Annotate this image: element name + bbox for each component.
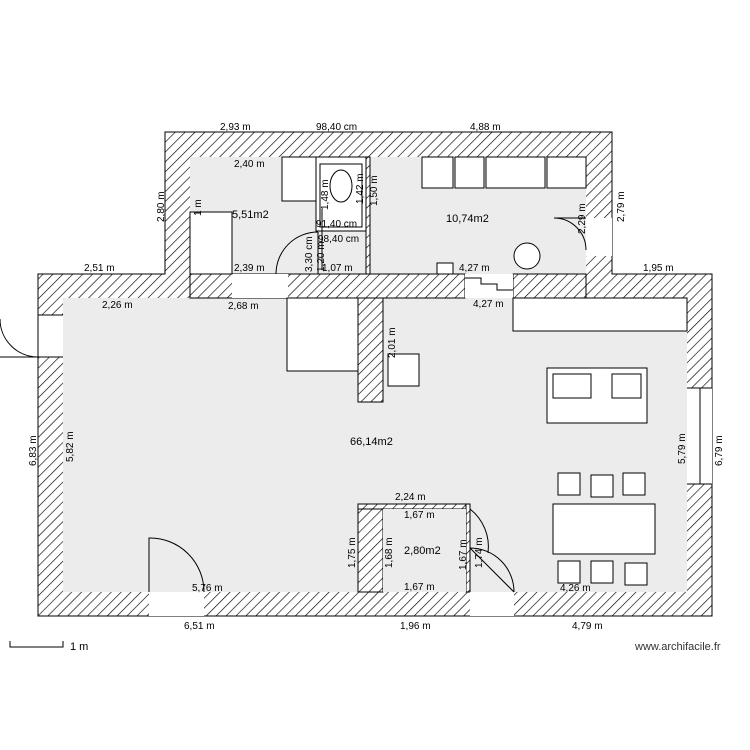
wc-floor [383, 509, 466, 592]
dim-left-683: 6,83 m [28, 435, 39, 466]
dim-wc-167-top: 1,67 m [404, 510, 435, 521]
dim-bath-bottom: 2,39 m [234, 263, 265, 274]
chair-1 [557, 472, 581, 496]
dim-wc-168: 1,68 m [384, 537, 395, 568]
dim-kitchen-427-b: 4,27 m [473, 299, 504, 310]
chair-4 [557, 560, 581, 584]
bathtub [189, 211, 233, 275]
scale-label: 1 m [70, 641, 88, 653]
dim-bath-1m: 1 m [193, 199, 204, 216]
dim-top-mid: 98,40 cm [316, 122, 357, 133]
partition-wall [365, 156, 371, 275]
dim-shower-148: 1,48 m [320, 179, 331, 210]
chair-2 [590, 474, 614, 498]
door-bottom-right-icon [469, 547, 515, 593]
dim-bot-479: 4,79 m [572, 621, 603, 632]
dim-living-201: 2,01 m [387, 327, 398, 358]
dining-table [552, 503, 656, 555]
dim-shower-150: 1,50 m [369, 175, 380, 206]
dim-bot-196: 1,96 m [400, 621, 431, 632]
door-kitchen-icon [553, 217, 587, 251]
dim-kitchen-427-a: 4,27 m [459, 263, 490, 274]
dim-wc-167-v: 1,67 m [458, 539, 469, 570]
sofa-cushion-left [552, 373, 592, 399]
watermark: www.archifacile.fr [634, 641, 721, 653]
kitchen-small-box [436, 262, 454, 275]
kitchen-unit-2 [454, 156, 485, 189]
door-opening-bottom-left [149, 592, 204, 616]
chair-5 [590, 560, 614, 584]
entry-door-icon [0, 315, 39, 358]
kitchen-unit-1 [421, 156, 454, 189]
dim-top-left: 2,93 m [220, 122, 251, 133]
dim-120: 1,20 m [316, 241, 327, 272]
dim-left-251: 2,51 m [84, 263, 115, 274]
living-cabinet [286, 297, 359, 372]
shower-inner [319, 163, 363, 228]
sofa-cushion-right [611, 373, 642, 399]
dim-330: 3,30 cm [304, 236, 315, 272]
pillar-wall [357, 297, 384, 403]
kitchen-unit-4 [546, 156, 587, 189]
area-wc: 2,80m2 [404, 545, 441, 557]
chair-3 [622, 472, 646, 496]
stairs-icon [465, 277, 513, 291]
round-table-icon [513, 242, 541, 270]
dim-9840: 98,40 cm [318, 234, 359, 245]
dim-wc-174: 1,74 m [474, 537, 485, 568]
dim-bath-h: 2,80 m [156, 191, 167, 222]
door-wc-icon [469, 508, 489, 560]
dim-living-226: 2,26 m [102, 300, 133, 311]
door-opening-bath [232, 274, 288, 298]
living-side-table [387, 353, 420, 387]
interior-wall-upper [189, 273, 466, 299]
dim-107: 1,07 m [322, 263, 353, 274]
bathroom-cabinet [281, 156, 317, 202]
dim-left-582: 5,82 m [65, 431, 76, 462]
entry-opening [38, 315, 63, 357]
dim-wc-224: 2,24 m [395, 492, 426, 503]
kitchen-unit-3 [485, 156, 546, 189]
area-bathroom: 5,51m2 [232, 209, 269, 221]
dim-shower-142: 1,42 m [355, 173, 366, 204]
wc-wall-top [357, 503, 471, 510]
dim-right-679: 6,79 m [714, 435, 725, 466]
living-counter [512, 297, 688, 332]
dim-living-268: 2,68 m [228, 301, 259, 312]
chair-6 [624, 562, 648, 586]
door-opening-kitchen [586, 218, 612, 256]
dim-wc-167-bot: 1,67 m [404, 582, 435, 593]
scale-bar-icon [9, 641, 64, 648]
dim-9140: 91,40 cm [316, 219, 357, 230]
wc-wall-left [357, 503, 384, 593]
door-opening-bottom-right [470, 592, 514, 616]
dim-kitchen-279: 2,79 m [616, 191, 627, 222]
interior-wall-upper-right [512, 273, 587, 299]
toilet-icon [329, 169, 353, 203]
dim-top-right: 4,88 m [470, 122, 501, 133]
dim-kitchen-229: 2,29 m [577, 203, 588, 234]
area-living: 66,14m2 [350, 436, 393, 448]
dim-right-195: 1,95 m [643, 263, 674, 274]
dim-living-426: 4,26 m [560, 583, 591, 594]
dim-right-579: 5,79 m [677, 433, 688, 464]
dim-bot-651: 6,51 m [184, 621, 215, 632]
door-bottom-left-icon [148, 537, 205, 593]
area-kitchen: 10,74m2 [446, 213, 489, 225]
door-bath-icon [275, 231, 319, 275]
dim-wc-175: 1,75 m [347, 537, 358, 568]
dim-living-576: 5,76 m [192, 583, 223, 594]
dim-bath-w: 2,40 m [234, 159, 265, 170]
